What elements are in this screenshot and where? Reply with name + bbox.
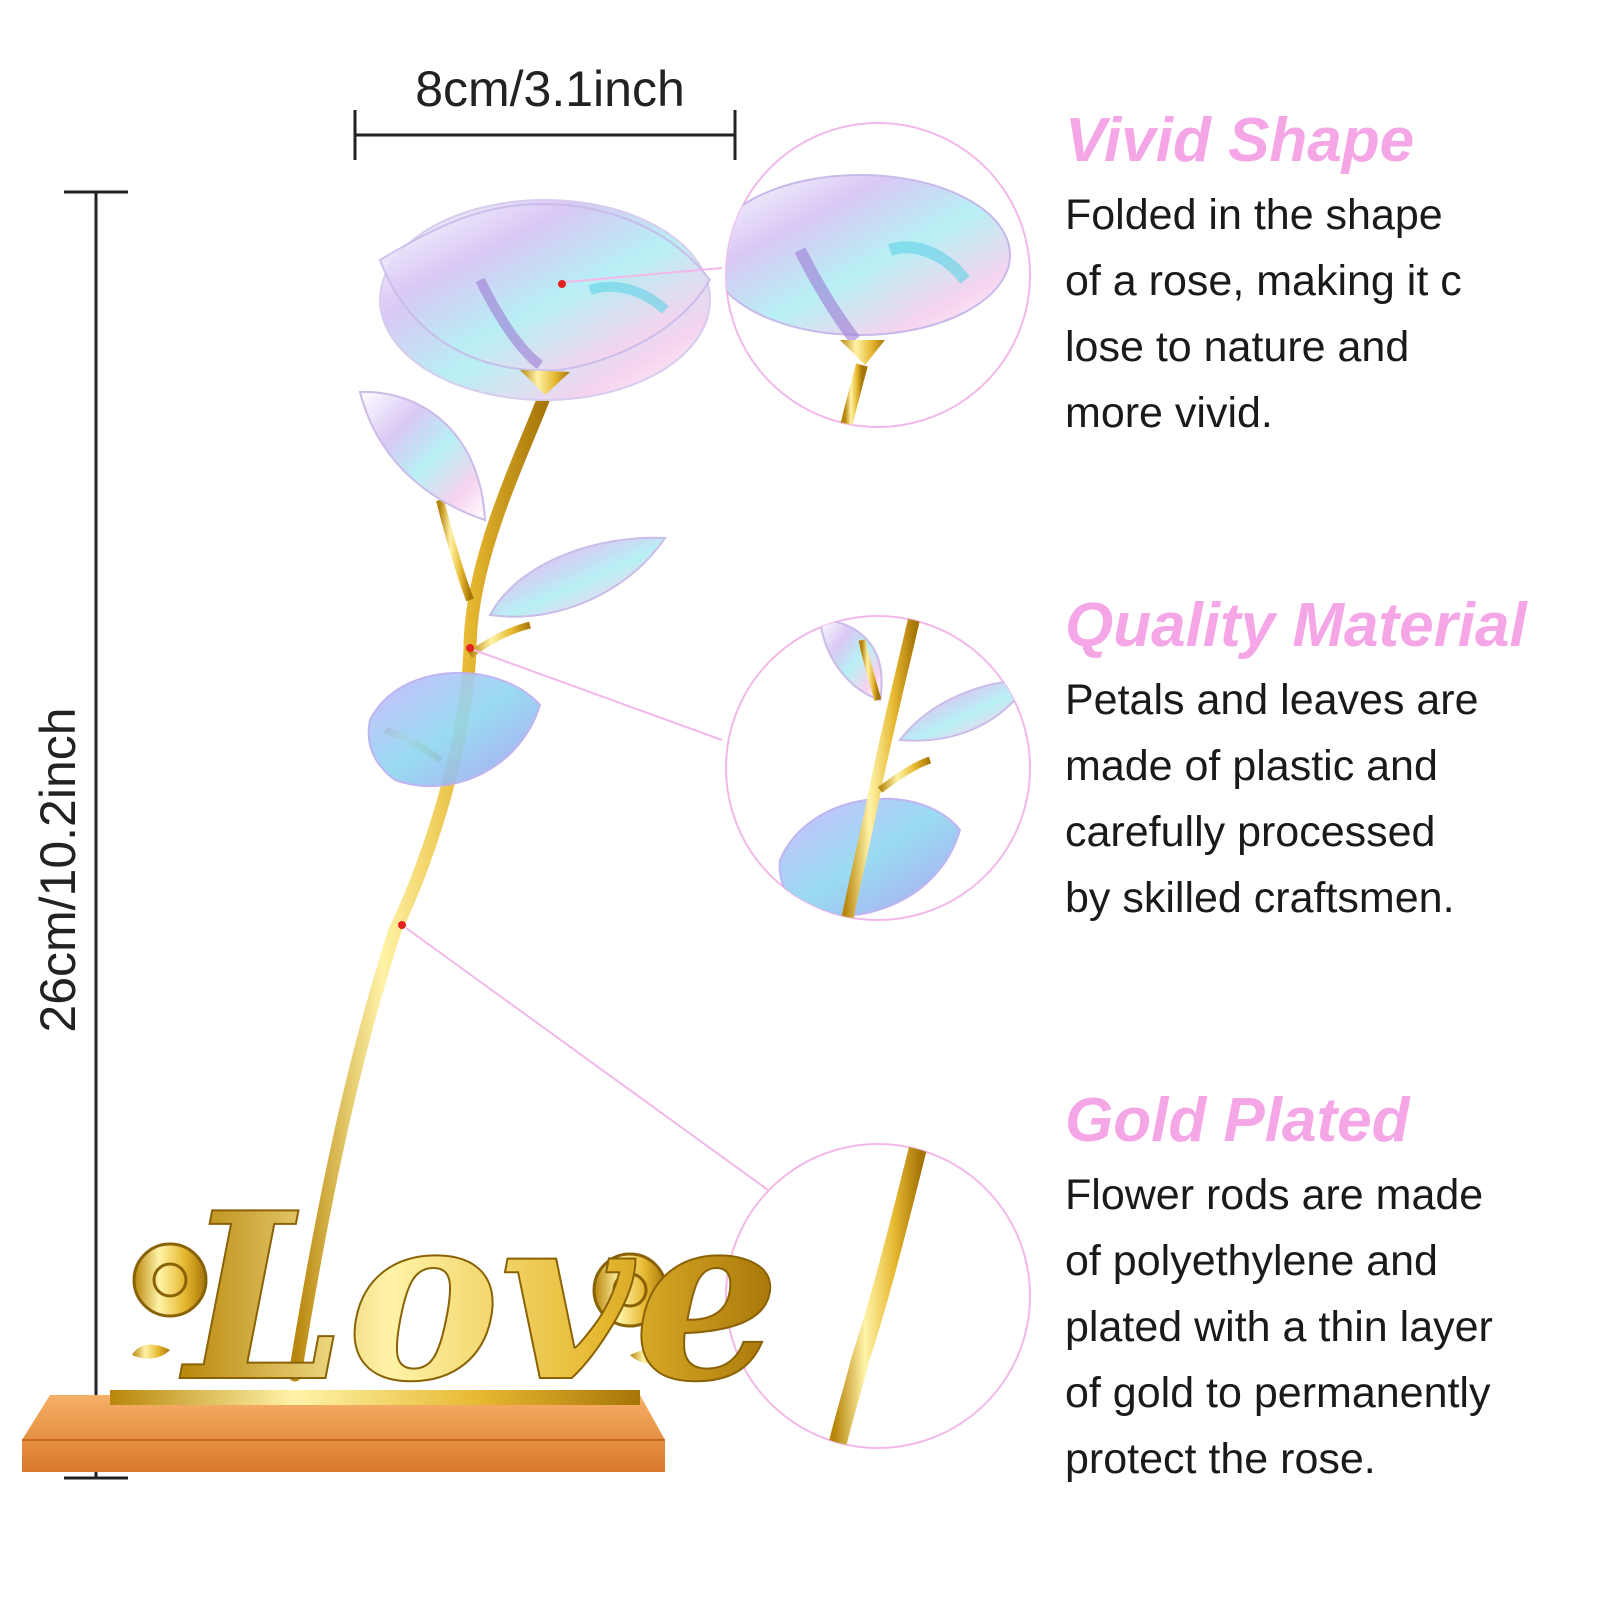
leaf-middle (488, 536, 667, 618)
detail-circle-leaves (725, 615, 1031, 921)
stand-base (22, 1390, 665, 1472)
feature-desc-line: of polyethylene and (1065, 1237, 1438, 1285)
feature-title: Quality Material (1065, 591, 1527, 660)
feature-desc-line: protect the rose. (1065, 1435, 1376, 1483)
feature-desc-line: of gold to permanently (1065, 1369, 1491, 1417)
feature-quality-material: Quality Material Petals and leaves are m… (1065, 590, 1565, 931)
feature-desc-line: by skilled craftsmen. (1065, 874, 1455, 922)
height-dimension-line (64, 190, 128, 1480)
feature-desc-line: Flower rods are made (1065, 1171, 1484, 1219)
feature-title: Vivid Shape (1065, 106, 1415, 175)
leaf-upper (358, 390, 487, 522)
feature-gold-plated: Gold Plated Flower rods are made of poly… (1065, 1085, 1565, 1492)
width-dimension-label: 8cm/3.1inch (415, 61, 685, 117)
height-dimension-label: 26cm/10.2inch (30, 707, 86, 1033)
gold-rose-ornament-left (132, 1242, 208, 1390)
detail-circle-rose (725, 122, 1031, 428)
feature-description: Petals and leaves are made of plastic an… (1065, 667, 1565, 931)
love-script-word: Love (179, 1163, 780, 1433)
width-dimension-line (353, 110, 737, 160)
gold-rose-ornament-right (592, 1252, 668, 1390)
feature-description: Flower rods are made of polyethylene and… (1065, 1162, 1565, 1492)
feature-desc-line: lose to nature and (1065, 323, 1410, 371)
feature-title: Gold Plated (1065, 1086, 1410, 1155)
feature-desc-line: Petals and leaves are (1065, 676, 1479, 724)
height-dimension-label-wrap: 26cm/10.2inch (18, 690, 98, 1050)
feature-vivid-shape: Vivid Shape Folded in the shape of a ros… (1065, 105, 1565, 446)
detail-circle-stem (725, 1143, 1031, 1449)
feature-desc-line: plated with a thin layer (1065, 1303, 1493, 1351)
feature-desc-line: Folded in the shape (1065, 191, 1443, 239)
feature-desc-line: of a rose, making it c (1065, 257, 1462, 305)
feature-desc-line: carefully processed (1065, 808, 1436, 856)
rose-head (378, 199, 712, 401)
callout-lines (405, 267, 769, 1191)
feature-description: Folded in the shape of a rose, making it… (1065, 182, 1565, 446)
leaf-lower (367, 672, 542, 788)
feature-desc-line: made of plastic and (1065, 742, 1438, 790)
feature-desc-line: more vivid. (1065, 389, 1273, 437)
gold-stem (288, 388, 552, 1382)
